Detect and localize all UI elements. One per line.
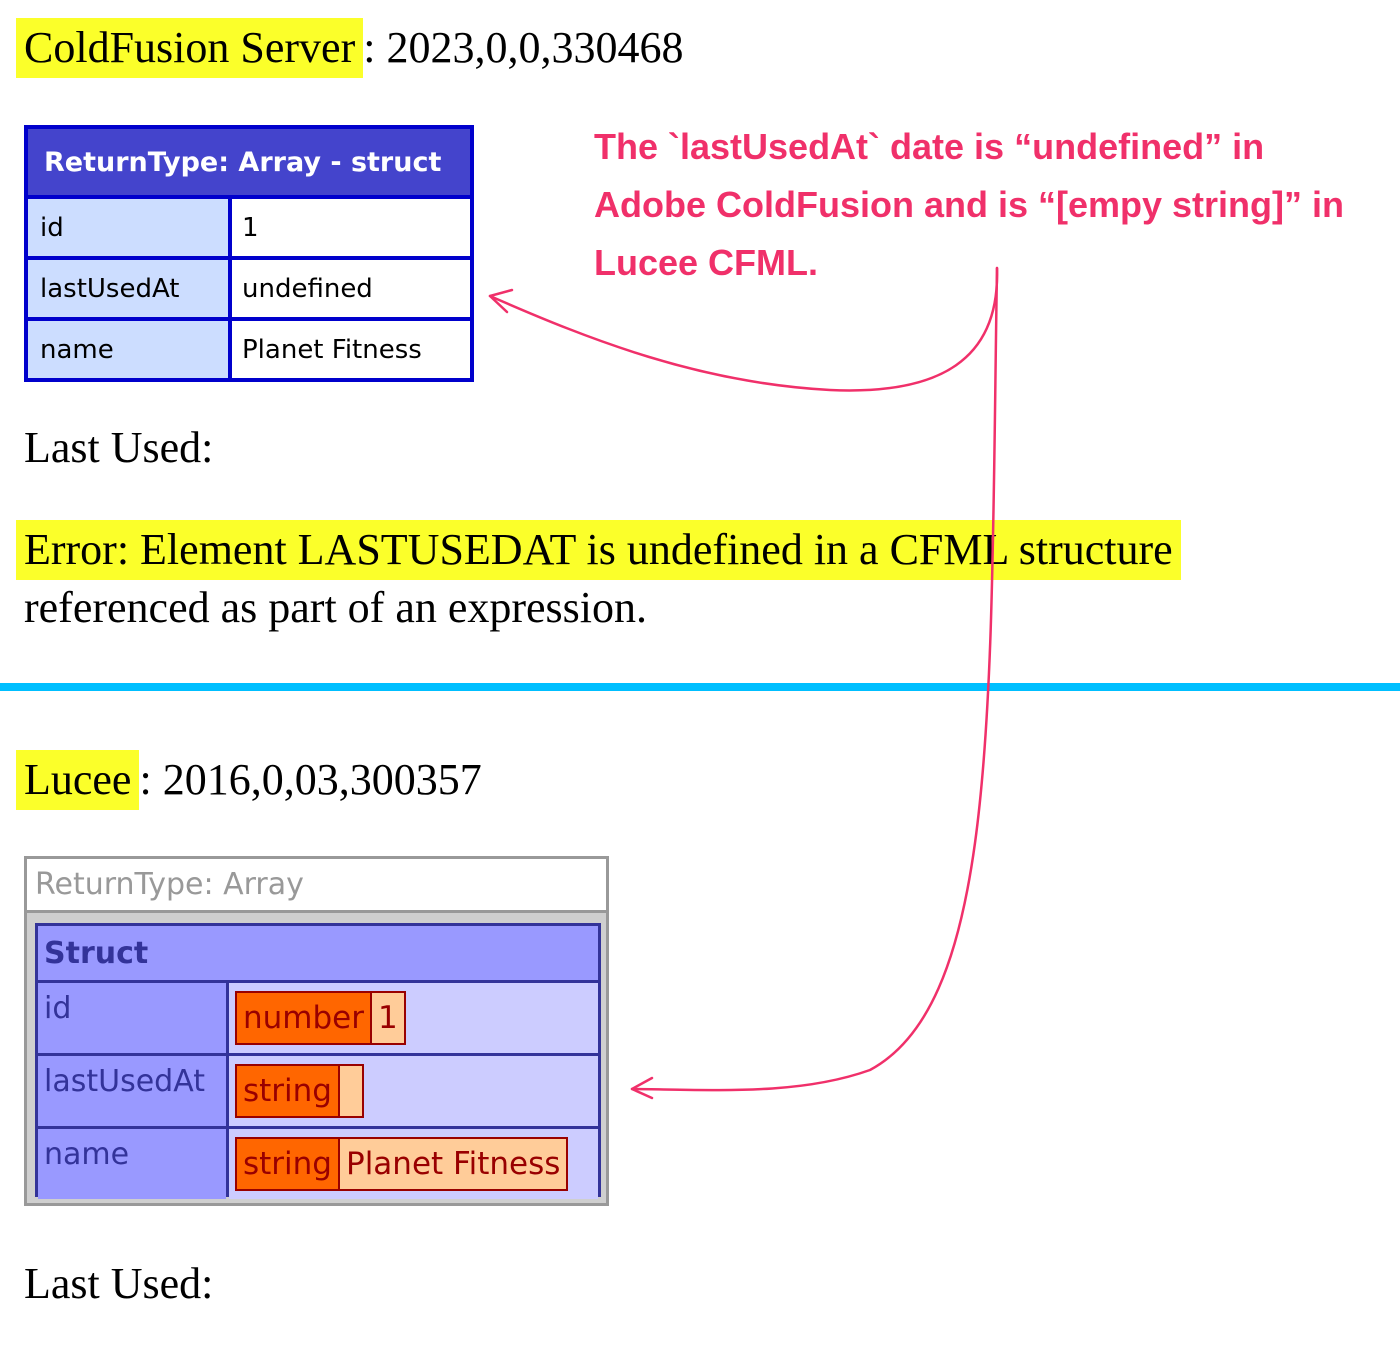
- coldfusion-error-message: Error: Element LASTUSEDAT is undefined i…: [16, 520, 1316, 636]
- annotation-text: The `lastUsedAt` date is “: [594, 126, 1033, 167]
- dump-value-id: 1: [232, 199, 470, 256]
- arrowhead-icon: [630, 1076, 654, 1100]
- dump-key-lastusedat: lastUsedAt: [28, 260, 228, 317]
- value-chip: string: [235, 1064, 364, 1118]
- lucee-last-used: Last Used:: [24, 1259, 214, 1308]
- lucee-dump: ReturnType: Array Struct id number 1 las…: [24, 856, 609, 1206]
- struct-value-id: number 1: [229, 983, 598, 1053]
- coldfusion-last-used: Last Used:: [24, 423, 214, 472]
- type-label: string: [237, 1066, 340, 1116]
- lucee-struct-row: lastUsedAt string: [38, 1056, 598, 1126]
- lucee-struct-row: id number 1: [38, 983, 598, 1053]
- error-highlighted-text: Error: Element LASTUSEDAT is undefined i…: [16, 520, 1181, 580]
- coldfusion-version: : 2023,0,0,330468: [363, 23, 684, 72]
- dump-key-name: name: [28, 321, 228, 378]
- annotation-bold: undefined: [1032, 126, 1205, 167]
- coldfusion-dump-row: id 1: [28, 199, 470, 256]
- coldfusion-dump-row: name Planet Fitness: [28, 321, 470, 378]
- dump-value-name: Planet Fitness: [232, 321, 470, 378]
- dump-key-id: id: [28, 199, 228, 256]
- error-rest-text: referenced as part of an expression.: [24, 583, 648, 632]
- section-divider: [0, 683, 1400, 691]
- arrowhead-icon: [488, 288, 514, 314]
- struct-key-lastusedat: lastUsedAt: [38, 1056, 226, 1126]
- struct-value-lastusedat: string: [229, 1056, 598, 1126]
- lucee-dump-title: ReturnType: Array: [27, 859, 606, 913]
- struct-key-name: name: [38, 1129, 226, 1199]
- coldfusion-dump-row: lastUsedAt undefined: [28, 260, 470, 317]
- lucee-struct-header: Struct: [38, 926, 598, 980]
- lucee-version: : 2016,0,03,300357: [139, 755, 482, 804]
- value-chip: number 1: [235, 991, 406, 1045]
- dump-value-lastusedat: undefined: [232, 260, 470, 317]
- struct-value-name: string Planet Fitness: [229, 1129, 598, 1199]
- lucee-heading: Lucee: 2016,0,03,300357: [16, 750, 482, 810]
- value-label: Planet Fitness: [340, 1139, 567, 1189]
- coldfusion-heading: ColdFusion Server: 2023,0,0,330468: [16, 18, 683, 78]
- struct-key-id: id: [38, 983, 226, 1053]
- annotation-text: ” in Adobe ColdFusion and is “: [594, 126, 1265, 225]
- lucee-struct-row: name string Planet Fitness: [38, 1129, 598, 1199]
- lucee-struct-table: Struct id number 1 lastUsedAt string nam…: [35, 923, 601, 1199]
- value-label: [340, 1066, 362, 1116]
- coldfusion-dump-table: ReturnType: Array - struct id 1 lastUsed…: [24, 125, 474, 382]
- lucee-label: Lucee: [16, 750, 140, 810]
- arrow-to-lucee: [630, 266, 999, 1092]
- value-label: 1: [372, 993, 404, 1043]
- annotation-bold: [empy string]: [1056, 184, 1285, 225]
- value-chip: string Planet Fitness: [235, 1137, 569, 1191]
- type-label: string: [237, 1139, 340, 1189]
- coldfusion-label: ColdFusion Server: [16, 18, 364, 78]
- coldfusion-dump-header: ReturnType: Array - struct: [28, 129, 470, 195]
- annotation-note: The `lastUsedAt` date is “undefined” in …: [594, 118, 1384, 292]
- type-label: number: [237, 993, 372, 1043]
